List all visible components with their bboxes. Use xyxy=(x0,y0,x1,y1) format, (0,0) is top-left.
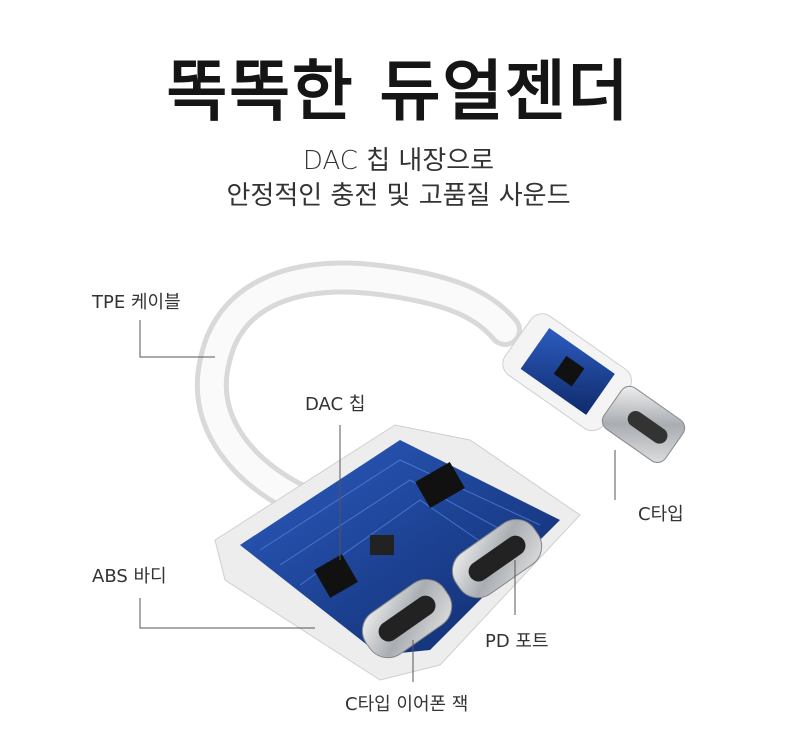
leader-cable xyxy=(139,320,215,358)
c-type-plug xyxy=(502,313,686,464)
dac-chip xyxy=(314,554,358,598)
callout-c-type: C타입 xyxy=(638,504,684,525)
leader-body xyxy=(139,598,315,629)
subtitle-line-1: DAC 칩 내장으로 xyxy=(302,146,495,176)
callout-cable: TPE 케이블 xyxy=(92,292,181,313)
earphone-jack xyxy=(361,578,453,659)
callout-dac-chip: DAC 칩 xyxy=(305,394,366,415)
pd-port xyxy=(451,518,543,599)
headline: 똑똑한 듀얼젠더 xyxy=(166,53,631,130)
pcb-board xyxy=(240,440,560,655)
subtitle-line-2: 안정적인 충전 및 고품질 사운드 xyxy=(226,181,571,211)
callout-body: ABS 바디 xyxy=(92,566,167,587)
callout-earphone-jack: C타입 이어폰 잭 xyxy=(345,694,469,715)
callout-pd-port: PD 포트 xyxy=(485,631,549,652)
